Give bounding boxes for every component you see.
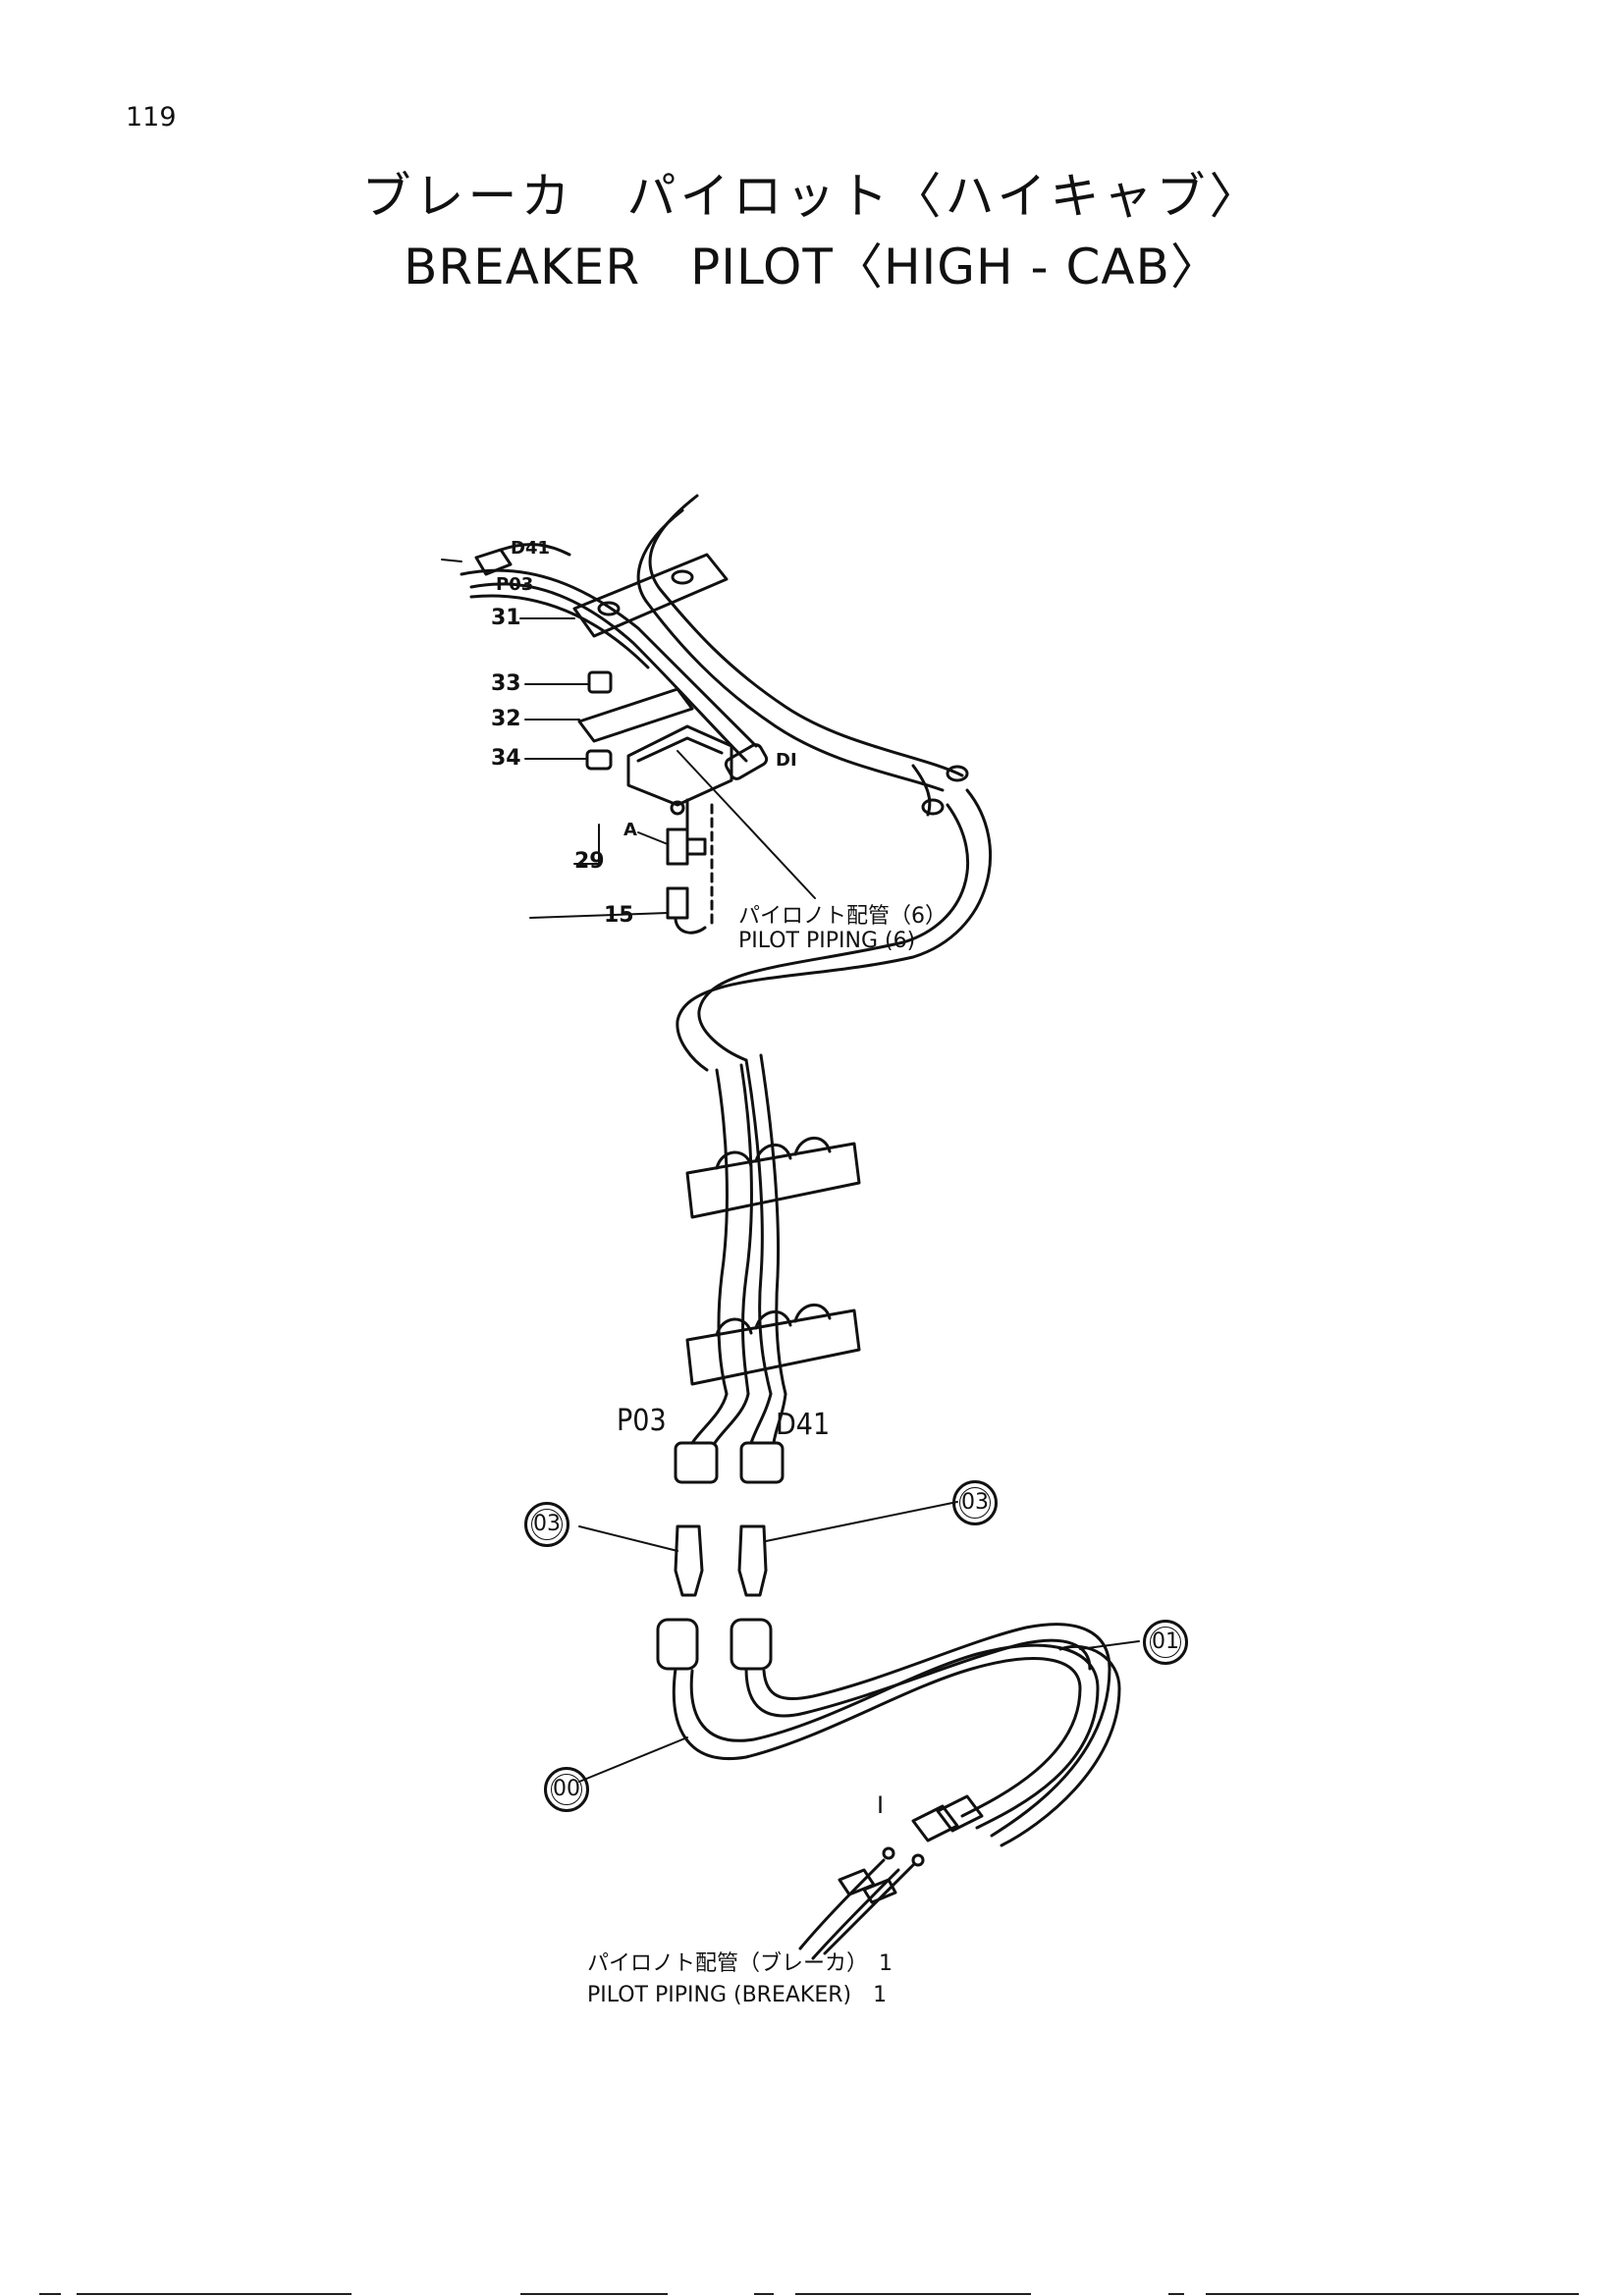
label-d41-bottom: D41 [776, 1408, 831, 1442]
hose-end [946, 765, 969, 782]
tee-29 [666, 828, 689, 866]
page-number: 119 [126, 102, 177, 133]
clamp-upper [685, 1142, 861, 1219]
hose-top-left [499, 543, 571, 557]
hose-down-left [739, 1063, 753, 1396]
hose-end [911, 764, 932, 817]
o-ring [670, 800, 685, 816]
callout-03-right: 03 [952, 1480, 998, 1525]
footer-rule [520, 2293, 668, 2295]
hose-01 [744, 1638, 1092, 1718]
branch-d41 [749, 1392, 773, 1445]
footer-rule [77, 2293, 352, 2295]
title-japanese: ブレーカ パイロット〈ハイキャブ〉 [361, 168, 1263, 225]
hose-bundle-top [469, 594, 650, 669]
breaker-lines [798, 1858, 886, 1950]
callout-00: 00 [544, 1767, 589, 1812]
hose-00 [689, 1643, 1100, 1830]
plug-top [474, 548, 513, 576]
label-a: A [623, 820, 637, 840]
hose-01 [762, 1623, 1111, 1838]
bolt-34 [585, 749, 613, 771]
breaker-plug [862, 1878, 897, 1904]
breaker-lines [823, 1863, 915, 1955]
label-15: 15 [604, 903, 634, 928]
hose-bundle-top [636, 508, 945, 792]
label-34: 34 [491, 746, 521, 771]
nut-33 [587, 670, 613, 694]
hose-00 [672, 1657, 1082, 1818]
footer-rule [39, 2293, 61, 2295]
valve-fitting [724, 743, 769, 780]
callout-01: 01 [1143, 1620, 1188, 1665]
title-english: BREAKER PILOT〈HIGH - CAB〉 [404, 239, 1220, 295]
hose-middle [676, 788, 992, 1072]
tee-29 [685, 837, 707, 856]
label-p03-top: P03 [496, 574, 534, 595]
branch-p03 [690, 1392, 729, 1445]
hose-down-right [759, 1053, 787, 1396]
label-d41-top: D41 [511, 538, 550, 559]
hose-nut-p03 [674, 1441, 719, 1484]
clamp-upper [715, 1136, 832, 1170]
caption-pilot-piping-breaker-en: PILOT PIPING (BREAKER) 1 [587, 1983, 888, 2007]
fitting-lower-left [656, 1618, 699, 1671]
hose-end [921, 798, 945, 816]
caption-pilot-piping-breaker-ja: パイロノト配管（ブレーカ） 1 [587, 1951, 893, 1976]
caption-pilot-piping-6-ja: パイロノト配管（6） [738, 904, 947, 929]
hose-nut-d41 [739, 1441, 785, 1484]
elbow-15 [666, 886, 689, 920]
breaker-fitting [911, 1804, 959, 1842]
plate-hole [597, 601, 621, 616]
plate-32 [577, 687, 694, 743]
hose-bundle-top [460, 568, 758, 748]
bracket-plate [572, 553, 729, 638]
elbow-15 [674, 916, 707, 934]
hose-down-left [715, 1068, 729, 1396]
label-32: 32 [491, 707, 521, 731]
valve-block [636, 736, 724, 763]
footer-rule [1206, 2293, 1579, 2295]
plate-hole [671, 569, 694, 585]
callout-03-left: 03 [524, 1502, 569, 1547]
footer-rule [1168, 2293, 1184, 2295]
footer-rule [754, 2293, 774, 2295]
label-33: 33 [491, 671, 521, 696]
label-di: DI [776, 750, 797, 771]
clamp-lower [715, 1303, 832, 1337]
label-p03-bottom: P03 [617, 1404, 667, 1438]
caption-pilot-piping-6-en: PILOT PIPING (6) [738, 929, 916, 953]
hose-bundle-top [648, 494, 964, 777]
label-31: 31 [491, 606, 521, 630]
hose-middle [697, 803, 970, 1062]
hose-down-right [744, 1058, 773, 1396]
footer-rule [795, 2293, 1031, 2295]
adapter-right [737, 1524, 768, 1597]
adapter-left [674, 1524, 704, 1597]
clamp-lower [685, 1308, 861, 1386]
label-29: 29 [574, 849, 605, 874]
breaker-fitting [936, 1794, 984, 1833]
branch-p03 [713, 1392, 750, 1445]
hose-outer [1000, 1644, 1121, 1847]
fitting-lower-right [730, 1618, 773, 1671]
label-i: I [877, 1791, 885, 1819]
branch-d41 [772, 1392, 787, 1445]
valve-block [626, 724, 733, 807]
hose-bundle-top [469, 582, 748, 763]
